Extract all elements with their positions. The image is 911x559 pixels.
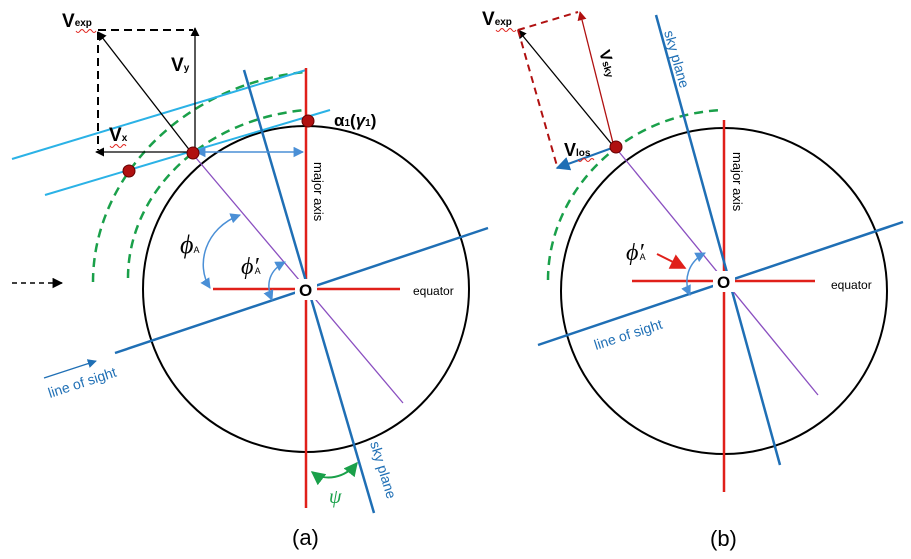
panel-b: Vexp Vsky Vlos sky plane major axis ϕ′A …: [482, 9, 904, 551]
line-of-sight-label-a: line of sight: [46, 364, 118, 401]
caption-a: (a): [292, 525, 319, 550]
squiggle-vlos-b: [577, 158, 595, 162]
v-y-label-a: Vy: [171, 55, 190, 76]
origin-bg-b: [713, 271, 735, 292]
green-arc-inner-a: [126, 108, 306, 279]
alpha-label-a: α1(γ1): [334, 111, 376, 130]
point-dot-a3: [122, 164, 136, 178]
v-exp-vector-a: [97, 31, 192, 153]
line-of-sight-arrow-a: [43, 359, 97, 379]
phi-a-prime-label-b: ϕ′A: [626, 240, 646, 266]
v-exp-vector-b: [517, 29, 615, 148]
sky-plane-label-a: sky plane: [367, 439, 400, 500]
phi-a-angle-arc: [200, 213, 241, 289]
squiggle-vexp-a: [75, 29, 97, 33]
purple-line-a: [190, 151, 404, 404]
line-of-sight-label-b: line of sight: [592, 316, 664, 353]
point-dot-a2: [186, 146, 200, 160]
caption-b: (b): [710, 526, 737, 551]
squiggle-vx-a: [109, 144, 127, 148]
dashed-sky-b: [517, 11, 579, 31]
equator-label-b: equator: [831, 278, 872, 292]
v-los-vector-b: [555, 147, 613, 171]
major-axis-label-b: major axis: [730, 152, 745, 212]
v-sky-label-b: Vsky: [595, 48, 619, 80]
sky-plane-line-b: [654, 14, 782, 466]
green-arc-outer-a: [91, 70, 306, 283]
point-dot-b: [609, 140, 623, 154]
cyan-line-upper-a: [11, 69, 307, 160]
v-exp-label-b: Vexp: [482, 9, 512, 30]
panel-a: Vexp Vy Vx α1(γ1) major axis ϕA ϕ′A O eq…: [11, 11, 489, 550]
origin-label-a: O: [299, 281, 312, 300]
psi-angle-arc: [310, 461, 358, 486]
origin-label-b: O: [717, 273, 730, 292]
v-los-label-b: Vlos: [564, 140, 591, 160]
v-sky-vector-b: [577, 11, 615, 148]
v-exp-label-a: Vexp: [62, 11, 92, 32]
origin-bg-a: [295, 279, 317, 300]
v-x-label-a: Vx: [109, 125, 128, 146]
phi-pointer-arrow-b: [656, 253, 687, 269]
dashed-los-b: [517, 29, 558, 167]
sky-plane-label-b: sky plane: [661, 28, 693, 89]
phi-a-prime-angle-arc: [263, 261, 286, 301]
psi-label: ψ: [329, 486, 342, 508]
phi-a-label: ϕA: [180, 230, 199, 259]
phi-a-prime-label: ϕ′A: [241, 254, 261, 280]
major-axis-label-a: major axis: [311, 162, 326, 222]
phi-a-prime-angle-arc-b: [681, 252, 706, 296]
squiggle-vexp-b: [495, 28, 517, 32]
point-dot-a1: [301, 114, 315, 128]
equator-label-a: equator: [413, 284, 454, 298]
